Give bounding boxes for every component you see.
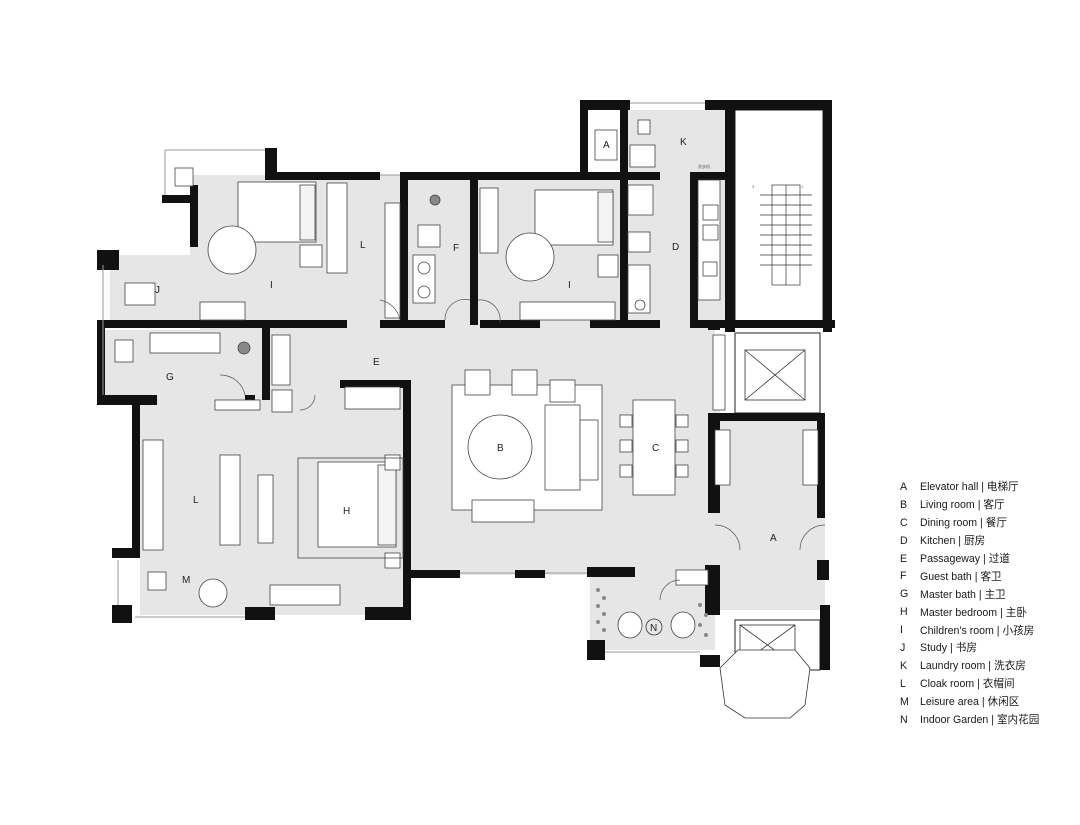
toilet-guest-bath [417,224,441,248]
legend-item: J Study | 书房 [900,639,1075,657]
legend-item: G Master bath | 主卫 [900,585,1075,603]
legend-item: F Guest bath | 客卫 [900,567,1075,585]
legend-letter: I [900,624,903,637]
legend-letter: K [900,659,908,672]
legend-letter: M [900,695,909,708]
room-label-d: D [672,242,679,253]
chair-balcony [174,167,194,187]
round-rug-upper-left [207,225,257,275]
legend-text: Laundry room | 洗衣房 [920,660,1026,673]
stair-treads [760,184,812,286]
legend-text: Elevator hall | 电梯厅 [920,481,1019,494]
room-label-g: G [166,372,174,383]
legend-text: Passageway | 过道 [920,553,1010,565]
room-label-a-laundry: A [603,140,610,151]
legend-item: N Indoor Garden | 室内花园 [900,711,1075,729]
room-label-b: B [497,443,504,454]
stair-number-3: 3 [752,184,755,189]
elevator-car-1 [744,349,806,401]
windows [102,102,705,653]
legend-letter: C [900,516,908,529]
legend-item: I Children's room | 小孩房 [900,621,1075,639]
room-label-e: E [373,357,380,368]
legend-item: C Dining room | 餐厅 [900,514,1075,532]
legend-text: Kitchen | 厨房 [920,535,986,548]
legend-letter: B [900,498,908,511]
legend-letter: H [900,606,908,619]
legend-text: Indoor Garden | 室内花园 [920,714,1040,727]
legend-item: B Living room | 客厅 [900,496,1075,514]
room-label-c: C [652,443,659,454]
walls [97,100,835,670]
legend-text: Cloak room | 衣帽间 [920,678,1015,691]
legend-letter: N [900,713,908,726]
legend-text: Master bath | 主卫 [920,588,1006,601]
elevator-crosses [719,349,811,719]
legend-text: Leisure area | 休闲区 [920,696,1020,709]
legend-letter: A [900,480,908,493]
leisure-round-table [198,578,228,608]
legend-item: A Elevator hall | 电梯厅 [900,478,1075,496]
round-rug-upper-right [505,232,555,282]
garden-label-circle [645,618,663,636]
dining-table [632,399,676,496]
legend-text: Master bedroom | 主卧 [920,606,1027,619]
legend-item: H Master bedroom | 主卧 [900,603,1075,621]
stair-well [734,109,824,326]
legend-text: Study | 书房 [920,642,977,655]
room-label-n: N [650,623,657,634]
legend-item: L Cloak room | 衣帽间 [900,675,1075,693]
desk-study [124,282,156,306]
legend-text: Living room | 客厅 [920,499,1005,512]
wardrobe-l-upper [326,182,348,274]
room-label-l-upper: L [360,240,366,251]
doors [219,299,826,601]
room-labels: K A L I F I D J E G B C L H A M N [155,137,777,634]
bay-window [719,649,811,719]
room-label-a: A [770,533,777,544]
legend-letter: D [900,534,908,547]
sofa [544,404,581,491]
stair-number-1: 1 [801,184,804,189]
room-label-h: H [343,506,350,517]
legend-item: E Passageway | 过道 [900,550,1075,568]
master-bathtub [149,332,221,354]
room-legend: A Elevator hall | 电梯厅 B Living room | 客厅 C Di… [900,478,1075,728]
room-label-i-left: I [270,280,273,291]
garden-seat-2 [670,611,696,639]
legend-item: D Kitchen | 厨房 [900,532,1075,550]
room-label-j: J [155,285,160,296]
legend-letter: E [900,552,908,565]
legend-text: Guest bath | 客卫 [920,570,1002,583]
legend-text: Children's room | 小孩房 [920,624,1035,637]
room-label-l-lower: L [193,495,199,506]
furniture [114,119,819,639]
legend-letter: L [900,677,906,690]
coffee-table-b [467,414,533,480]
legend-letter: F [900,570,907,583]
legend-letter: G [900,588,909,601]
legend-letter: J [900,641,906,654]
fridge [627,184,654,216]
garden-seat-1 [617,611,643,639]
legend-item: M Leisure area | 休闲区 [900,693,1075,711]
laundry-machine [594,129,618,161]
legend-item: K Laundry room | 洗衣房 [900,657,1075,675]
wardrobe-master [219,454,241,546]
room-label-i-right: I [568,280,571,291]
room-label-k: K [680,137,687,148]
room-label-f: F [453,243,459,254]
room-label-m: M [182,575,190,586]
legend-text: Dining room | 餐厅 [920,517,1007,530]
floor-garden [590,575,715,650]
garden-plants [596,588,708,637]
laundry-note: 洗衣机 [698,163,710,169]
